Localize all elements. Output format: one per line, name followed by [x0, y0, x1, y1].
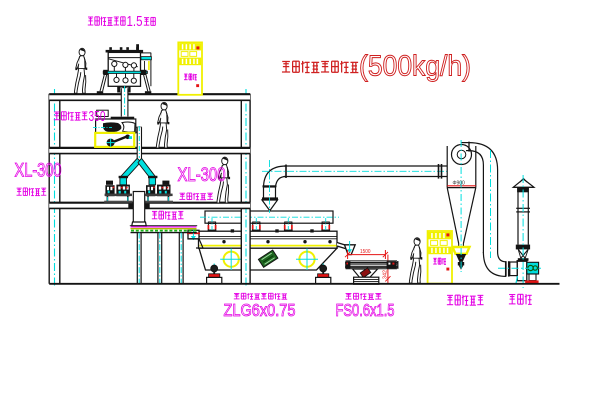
svg-text:1500: 1500: [360, 249, 371, 255]
svg-text:FS0.6x1.5: FS0.6x1.5: [336, 300, 395, 320]
svg-text:Φ900: Φ900: [453, 181, 466, 187]
svg-text:350: 350: [89, 109, 106, 125]
svg-text:1.5: 1.5: [127, 14, 143, 30]
svg-text:(500kg/h): (500kg/h): [359, 51, 471, 83]
svg-text:ZLG6x0.75: ZLG6x0.75: [224, 300, 296, 320]
svg-text:342: 342: [383, 270, 389, 279]
svg-text:XL-300: XL-300: [15, 160, 62, 181]
svg-text:XL-300: XL-300: [178, 165, 226, 186]
